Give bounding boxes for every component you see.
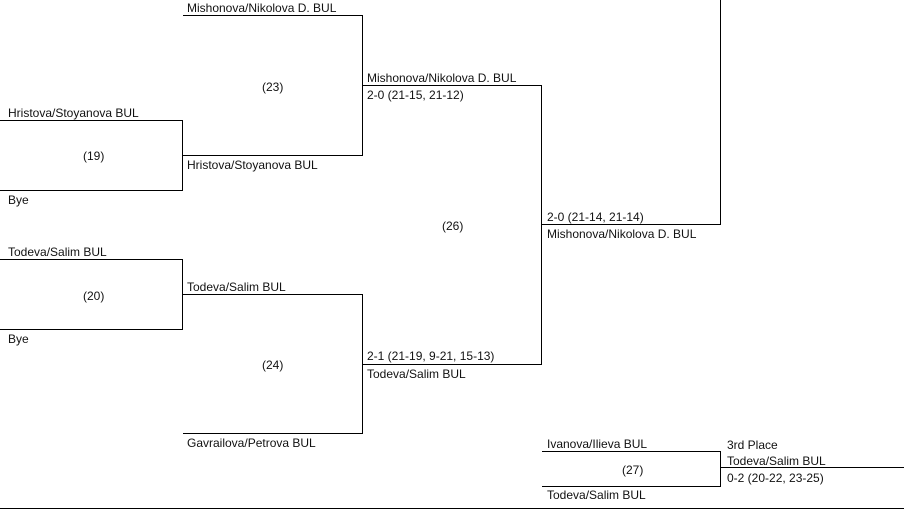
third-place-label: 3rd Place [727, 438, 778, 452]
bracket-line [0, 190, 183, 191]
team-name: Todeva/Salim BUL [547, 488, 646, 502]
team-name: Bye [8, 193, 29, 207]
team-name: Bye [8, 332, 29, 346]
bracket-line [362, 294, 363, 434]
match-number: (19) [83, 149, 105, 163]
bracket-line [363, 85, 542, 86]
bracket-line [182, 259, 183, 330]
match-score: 2-0 (21-14, 21-14) [547, 210, 644, 224]
match-score: 2-0 (21-15, 21-12) [367, 88, 464, 102]
bracket-line [720, 0, 721, 225]
bracket-line [183, 155, 363, 156]
team-name: Hristova/Stoyanova BUL [187, 158, 318, 172]
team-name: Gavrailova/Petrova BUL [187, 436, 316, 450]
page-bottom-rule [0, 508, 904, 509]
bracket-line [363, 364, 542, 365]
bracket-line [183, 15, 363, 16]
match-score: 0-2 (20-22, 23-25) [727, 471, 824, 485]
bracket-line [183, 294, 363, 295]
bracket-line [362, 15, 363, 156]
bracket-line [541, 85, 542, 365]
bracket-line [0, 259, 183, 260]
bracket-line [0, 329, 183, 330]
team-name: Mishonova/Nikolova D. BUL [187, 1, 337, 15]
team-name: Hristova/Stoyanova BUL [8, 106, 139, 120]
third-place-winner: Todeva/Salim BUL [727, 454, 826, 468]
match-number: (27) [622, 463, 644, 477]
bracket-line [542, 224, 721, 225]
match-score: 2-1 (21-19, 9-21, 15-13) [367, 349, 495, 363]
match-number: (23) [262, 80, 284, 94]
bracket-line [542, 486, 721, 487]
match-number: (20) [83, 289, 105, 303]
match-number: (24) [262, 358, 284, 372]
bracket-line [183, 433, 363, 434]
team-name: Todeva/Salim BUL [8, 245, 107, 259]
bracket-line [542, 451, 721, 452]
bracket-line [182, 120, 183, 191]
team-name: Ivanova/Ilieva BUL [547, 437, 648, 451]
team-name: Todeva/Salim BUL [367, 367, 466, 381]
match-number: (26) [442, 219, 464, 233]
bracket-line [721, 467, 904, 468]
team-name: Mishonova/Nikolova D. BUL [547, 227, 697, 241]
bracket-line [720, 451, 721, 487]
bracket-line [0, 120, 183, 121]
team-name: Todeva/Salim BUL [187, 280, 286, 294]
team-name: Mishonova/Nikolova D. BUL [367, 71, 517, 85]
